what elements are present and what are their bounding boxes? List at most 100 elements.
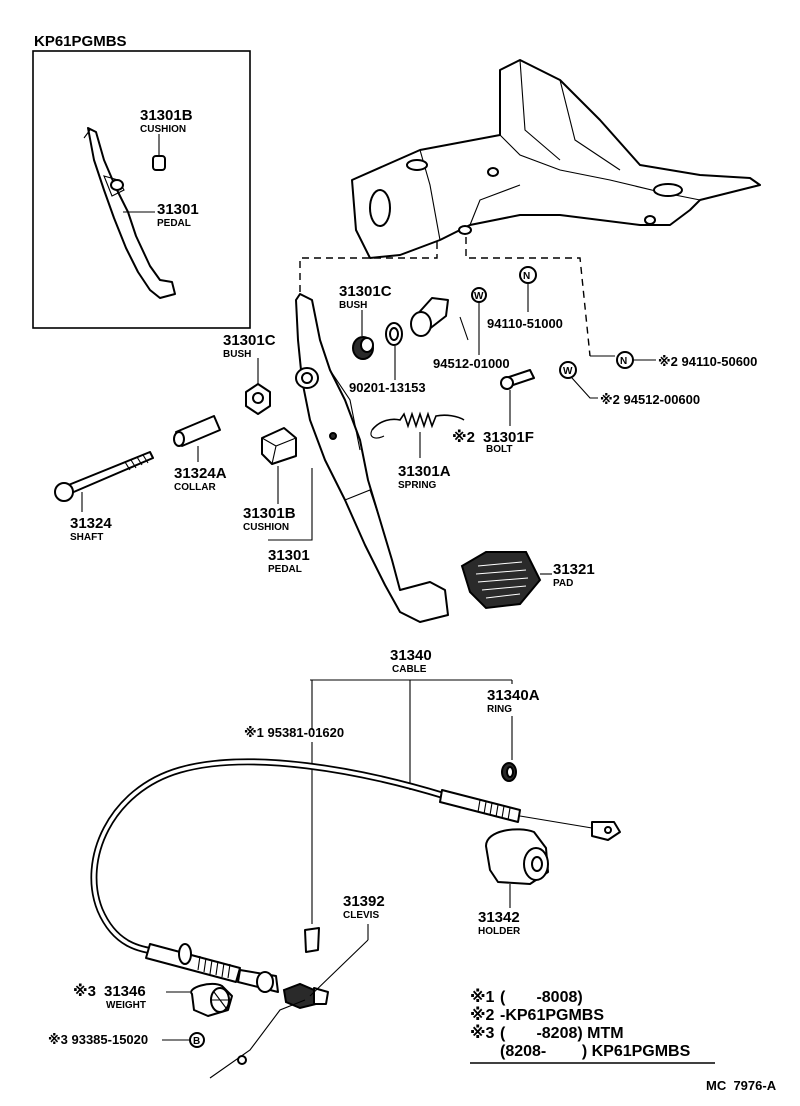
washer2-pn: ※2 94512-00600 — [600, 392, 700, 407]
washer-hole — [389, 327, 399, 341]
pad-ribs — [475, 561, 529, 599]
nut-pn: 94110-51000 — [487, 316, 563, 331]
washer2-symbol-icon — [559, 361, 577, 379]
cushion-name: CUSHION — [243, 522, 289, 533]
holder-bore — [531, 856, 543, 872]
legend-text-3: ( -8208) MTM — [500, 1025, 624, 1042]
collar-pn-label: 94512-01000 — [433, 356, 510, 371]
collar-pn-leader — [459, 316, 469, 341]
holder-pn: 31342 — [478, 909, 520, 926]
cable-end-right-thread — [477, 799, 511, 821]
pedal-arm-drawing — [295, 293, 449, 623]
inset-pedal-name: PEDAL — [157, 218, 191, 229]
washer2-leader — [571, 377, 598, 399]
legend-mark-2: ※2 — [470, 1006, 495, 1024]
weight-bolt-pn: ※3 93385-15020 — [48, 1032, 148, 1047]
ring-name: RING — [487, 704, 512, 715]
cable-end-left-flange — [178, 943, 192, 965]
nut-symbol-text: N — [523, 271, 530, 282]
cushion-pn: 31301B — [243, 505, 296, 522]
link-rod — [209, 999, 306, 1079]
bolt-pn: 31301F — [483, 429, 534, 446]
bracket-hole-right — [653, 183, 683, 197]
clevis-name: CLEVIS — [343, 910, 379, 921]
inset-cushion-drawing — [152, 155, 166, 171]
dash-line-bolt — [465, 237, 591, 357]
inset-pedal-pn: 31301 — [157, 201, 199, 218]
pedal-bracket — [351, 59, 761, 259]
pad-pn: 31321 — [553, 561, 595, 578]
clevis-leader-2 — [309, 939, 369, 997]
pedal-pivot-inner — [301, 372, 313, 384]
bush-right-pn: 31301C — [339, 283, 392, 300]
legend-text-2: -KP61PGMBS — [500, 1007, 604, 1024]
cushion-drawing — [261, 427, 297, 465]
inset-title: KP61PGMBS — [34, 33, 127, 50]
bracket-bolt-1 — [487, 167, 499, 177]
legend-text-4: (8208- ) KP61PGMBS — [500, 1043, 691, 1060]
footer-code: MC 7976-A — [706, 1078, 777, 1093]
cable-eye-hole — [604, 826, 612, 834]
washer-pn: 90201-13153 — [349, 380, 426, 395]
inset-panel: KP61PGMBS 31301B CUSHION 31301 PEDAL — [32, 33, 251, 329]
legend-mark-1: ※1 — [470, 988, 495, 1006]
shaft-name: SHAFT — [70, 532, 103, 543]
bush-left-pn: 31301C — [223, 332, 276, 349]
cable-end-left — [145, 943, 241, 983]
legend-mark-3: ※3 — [470, 1024, 495, 1042]
pedal-pn: 31301 — [268, 547, 310, 564]
bolt-head — [500, 376, 514, 390]
cable-name: CABLE — [392, 664, 427, 675]
inset-pedal-hole — [110, 179, 124, 191]
clevis-pn: 31392 — [343, 893, 385, 910]
bracket-hole-top — [406, 159, 428, 171]
cable-adjuster-nut — [256, 971, 274, 993]
bracket-detail-lines — [419, 59, 701, 241]
legend: ※1 ( -8008) ※2 -KP61PGMBS ※3 ( -8208) MT… — [470, 988, 715, 1064]
collar-face — [410, 311, 432, 337]
shaft-drawing — [65, 451, 154, 495]
bush-right-bore — [360, 337, 374, 353]
weight-name: WEIGHT — [106, 1000, 146, 1011]
collar-pn: 31324A — [174, 465, 227, 482]
cable-end-left-thread — [197, 955, 231, 979]
bush-right-name: BUSH — [339, 300, 367, 311]
pedal-pin — [329, 432, 337, 440]
inset-cushion-pn: 31301B — [140, 107, 193, 124]
bush-left-name: BUSH — [223, 349, 251, 360]
pad-name: PAD — [553, 578, 573, 589]
shaft-thread — [124, 454, 149, 471]
bolt-symbol-icon — [189, 1032, 205, 1048]
clip-drawing — [304, 927, 320, 953]
dash-line-pedal — [299, 240, 438, 292]
nut2-pn: ※2 94110-50600 — [658, 354, 757, 369]
bolt-symbol-text: B — [193, 1036, 200, 1047]
cable-inner-wire — [519, 815, 593, 829]
washer2-symbol-text: W — [563, 366, 573, 377]
clevis-drawing — [282, 982, 318, 1010]
cable-sheath — [90, 758, 447, 956]
cable-sheath-inner — [92, 760, 446, 954]
collar-31324a-end — [173, 431, 185, 447]
bolt-name: BOLT — [486, 444, 512, 455]
collar-name: COLLAR — [174, 482, 216, 493]
link-rod-pin — [237, 1055, 247, 1065]
bush-left-bore — [252, 392, 264, 404]
holder-name: HOLDER — [478, 926, 521, 937]
spring-name: SPRING — [398, 480, 437, 491]
main-pedal — [295, 293, 449, 623]
weight-prefix: ※3 — [73, 982, 96, 1000]
spring-drawing — [371, 411, 465, 431]
bracket-bolt-2 — [458, 225, 472, 235]
bracket-bolt-3 — [644, 215, 656, 225]
inset-pedal-detail — [83, 129, 125, 197]
legend-text-1: ( -8008) — [500, 989, 583, 1006]
inset-frame — [32, 50, 251, 329]
cable-bracket-leader — [310, 679, 513, 790]
cable-pn: 31340 — [390, 647, 432, 664]
nut2-symbol-text: N — [620, 356, 627, 367]
bracket-hole-left — [369, 189, 391, 227]
spring-hook — [370, 429, 385, 439]
bolt-prefix: ※2 — [452, 428, 475, 446]
